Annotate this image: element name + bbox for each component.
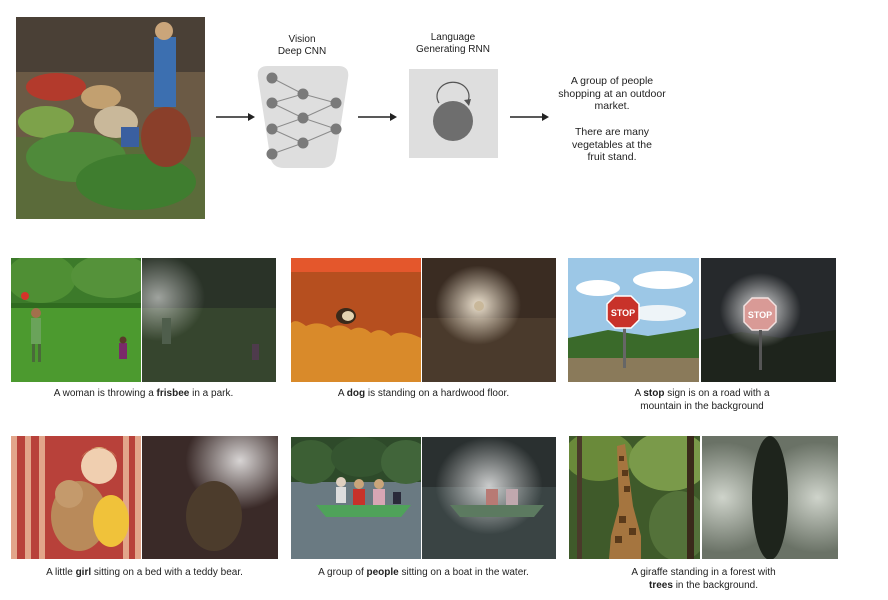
stop-sign-attention-text: STOP (748, 310, 772, 320)
girl-caption-keyword: girl (75, 567, 92, 578)
arrow-cnn-to-rnn (358, 113, 397, 121)
frisbee-caption-keyword: frisbee (156, 388, 190, 399)
stop-sign-photo: STOP (568, 258, 699, 382)
cnn-diagram (257, 66, 349, 168)
giraffe-attention-map (702, 436, 838, 559)
output-caption-2: There are many vegetables at the fruit s… (572, 126, 652, 163)
girl-photo (11, 436, 141, 559)
boat-caption: A group of people sitting on a boat in t… (318, 567, 529, 578)
arrow-rnn-to-caption (510, 113, 549, 121)
rnn-diagram (409, 69, 498, 158)
dog-caption-keyword: dog (346, 388, 366, 399)
boat-attention-map (422, 437, 556, 559)
giraffe-caption: A giraffe standing in a forest with tree… (631, 567, 776, 591)
dog-photo (291, 258, 421, 382)
market-photo (16, 17, 205, 219)
people-caption-keyword: people (366, 567, 399, 578)
stop-sign-attention-map: STOP (701, 258, 836, 382)
stop-sign-caption: A stop sign is on a road with a mountain… (634, 388, 770, 412)
dog-attention-map (422, 258, 556, 382)
frisbee-caption: A woman is throwing a frisbee in a park. (53, 388, 234, 399)
stop-caption-keyword: stop (643, 388, 665, 399)
frisbee-photo (11, 258, 141, 382)
stop-sign-text: STOP (611, 308, 635, 318)
vision-title: Vision Deep CNN (277, 34, 327, 57)
girl-caption: A little girl sitting on a bed with a te… (46, 567, 243, 578)
girl-attention-map (142, 436, 278, 559)
language-title: Language Generating RNN (416, 32, 490, 55)
arrow-image-to-cnn (216, 113, 255, 121)
trees-caption-keyword: trees (649, 580, 673, 591)
giraffe-photo (569, 436, 700, 559)
boat-photo (291, 437, 421, 559)
dog-caption: A dog is standing on a hardwood floor. (337, 388, 510, 399)
frisbee-attention-map (142, 258, 276, 382)
output-caption-1: A group of people shopping at an outdoor… (558, 75, 666, 112)
